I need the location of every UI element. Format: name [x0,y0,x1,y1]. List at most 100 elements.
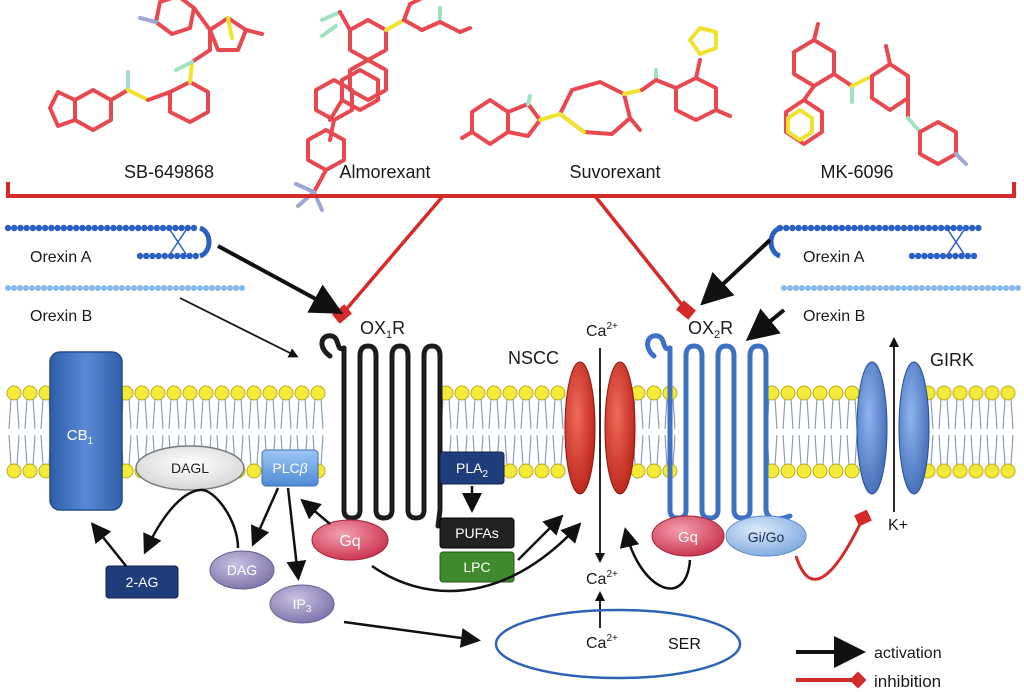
peptide-bead [950,224,957,232]
peptide-bead [807,224,815,232]
ip3-node: IP3 [269,584,335,624]
lipid-tail [256,398,260,430]
peptide-bead [17,224,24,232]
pla2-label: PLA2 [456,460,488,480]
lipid-head [828,463,844,479]
lipid-tail [160,398,164,430]
lipid-tail [830,398,834,430]
peptide-bead [985,285,991,291]
lipid-tail [986,434,990,466]
peptide-bead [116,224,123,232]
inhibition-gi-to-girk [794,509,872,581]
peptide-bead [944,224,951,232]
peptide-bead [167,285,173,291]
peptide-bead [787,285,793,291]
lipid-head [1000,463,1016,479]
lipid-tail [152,398,156,430]
lipid-tail [8,398,12,430]
legend-activation-label: activation [874,645,942,662]
lipid-head [812,385,828,401]
nscc-label: NSCC [508,348,559,368]
lipid-tail [320,434,324,466]
lipid-tail [798,434,802,466]
lipid-head [550,463,566,479]
lipid-tail [552,398,556,430]
peptide-bead [859,285,865,291]
lipid-tail [838,398,842,430]
peptide-bead [174,252,181,260]
arrow-dag-to-dagl [143,488,240,555]
lipid-tail [480,398,484,430]
peptide-bead [832,224,839,232]
plcb-label: PLCβ [272,460,307,476]
peptide-bead [79,224,86,232]
peptide-loop [768,225,782,259]
peptide-bead [203,285,209,291]
lipid-tail [790,398,794,430]
peptide-bead [29,285,35,291]
lipid-tail [272,398,276,430]
lipid-tail [806,434,810,466]
lipid-tail [970,434,974,466]
orexin-a-label-right: Orexin A [803,249,865,266]
peptide-bead [143,252,150,260]
peptide-bead [197,285,203,291]
peptide-bead [153,224,160,232]
peptide-bead [209,285,215,291]
lipid-tail [248,434,252,466]
lipid-head [936,463,952,479]
lipid-tail [216,398,220,430]
lipid-tail [954,398,958,430]
lipid-tail [536,398,540,430]
lipid-tail [496,398,500,430]
peptide-bead [178,224,185,232]
peptide-bead [979,285,985,291]
lipid-tail [664,398,668,430]
peptide-bead [119,285,125,291]
peptide-bead [77,285,83,291]
disulfide-bond [169,229,187,255]
arrow-gq2-to-nscc [619,527,692,590]
peptide-bead [221,285,227,291]
lipid-tail [288,398,292,430]
peptide-bead [973,285,979,291]
peptide-bead [125,285,131,291]
lipid-tail [560,434,564,466]
peptide-bead [931,285,937,291]
lipid-tail [296,398,300,430]
lipid-tail [488,398,492,430]
lipid-tail [16,398,20,430]
peptide-bead [97,224,105,232]
molecule-suvorexant [460,26,732,146]
peptide-bead [805,285,811,291]
lipid-tail [774,398,778,430]
lipid-tail [512,398,516,430]
peptide-bead [161,252,168,260]
peptide-bead [131,285,137,291]
dag-node: DAG [209,550,275,590]
dagl-label: DAGL [171,460,209,476]
lipid-tail [504,434,508,466]
peptide-bead [946,252,953,260]
peptide-bead [167,252,175,260]
lipid-tail [806,398,810,430]
ox1r-receptor [319,333,443,529]
lipid-head [936,385,952,401]
peptide-bead [143,285,149,291]
lipid-tail [520,434,524,466]
gq-right-label: Gq [678,529,698,546]
lipid-tail [782,434,786,466]
ser-label: SER [668,636,701,653]
peptide-bead [913,285,919,291]
peptide-bead [1015,285,1021,291]
peptide-bead [110,224,117,232]
peptide-bead [47,285,53,291]
lipid-tail [528,398,532,430]
lipid-tail [280,398,284,430]
peptide-bead [907,224,914,232]
peptide-bead [919,285,925,291]
peptide-bead [60,224,67,232]
lipid-tail [320,398,324,430]
peptide-bead [191,285,197,291]
ox1r-label: OX1R [360,318,405,341]
